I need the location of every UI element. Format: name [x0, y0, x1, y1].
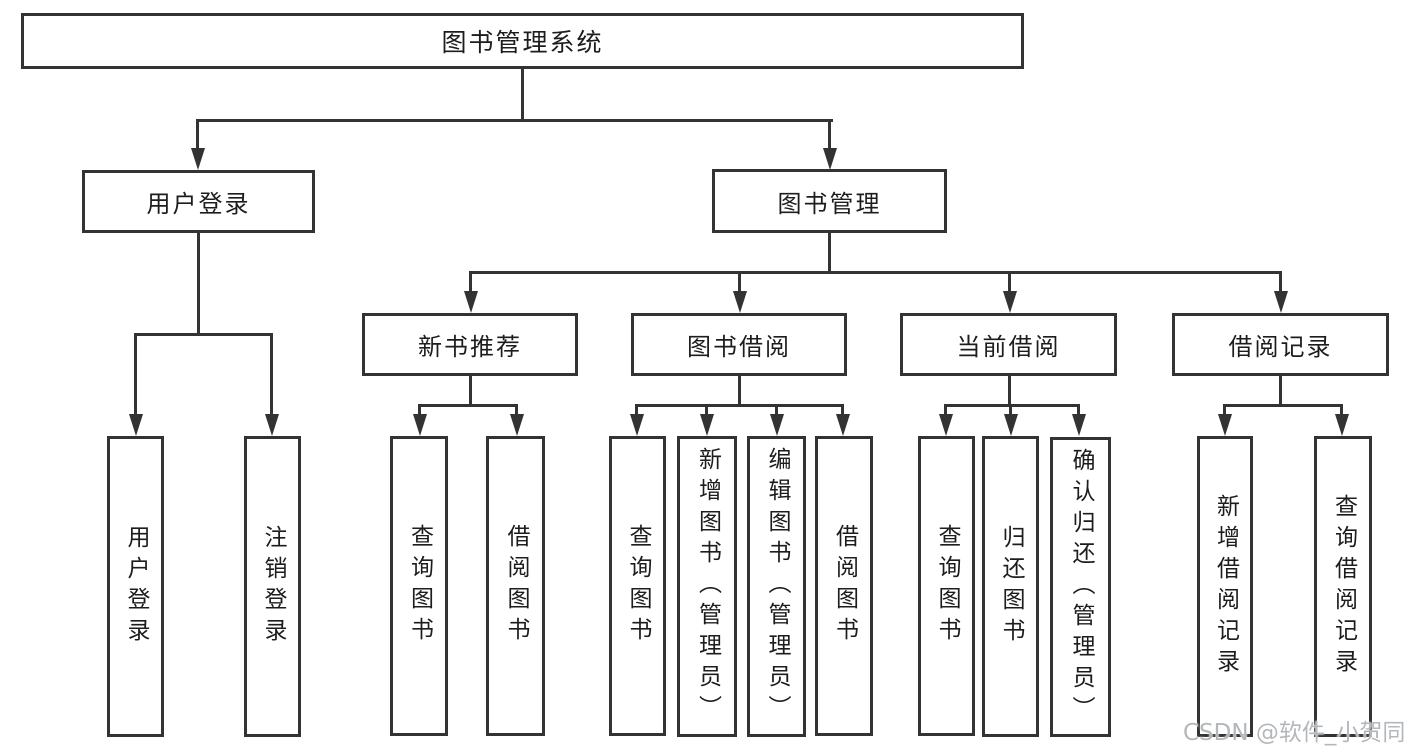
node-label: 查询图书 — [406, 524, 433, 648]
node-label: 图书管理 — [777, 189, 882, 218]
connector — [521, 69, 524, 121]
node-label: 图书借阅 — [687, 333, 791, 361]
arrowhead-icon — [823, 148, 837, 170]
connector — [841, 404, 844, 415]
connector — [1077, 404, 1080, 415]
node-label: 查询图书 — [934, 524, 960, 648]
node-library-management-system: 图书管理系统 — [21, 13, 1024, 69]
arrowhead-icon — [1274, 291, 1288, 313]
arrowhead-icon — [733, 291, 747, 313]
connector — [1223, 404, 1343, 407]
connector — [196, 119, 199, 150]
arrowhead-icon — [1335, 414, 1349, 436]
connector — [635, 404, 638, 415]
node-label: 注销登录 — [260, 524, 286, 649]
csdn-watermark: CSDN @软件_小贺同学 — [1183, 720, 1405, 746]
connector — [828, 119, 831, 150]
connector — [1279, 271, 1282, 293]
connector — [1008, 271, 1011, 293]
arrowhead-icon — [413, 414, 427, 436]
node-label: 新增借阅记录 — [1212, 493, 1239, 680]
arrowhead-icon — [939, 414, 953, 436]
connector — [828, 233, 831, 274]
arrowhead-icon — [836, 414, 850, 436]
node-cb-return-books: 归还图书 — [982, 436, 1039, 737]
node-nbr-borrow-books: 借阅图书 — [486, 436, 545, 736]
node-label: 编辑图书（管理员） — [764, 447, 790, 726]
node-br-query-record: 查询借阅记录 — [1314, 436, 1372, 737]
connector — [1009, 404, 1012, 415]
node-label: 新书推荐 — [418, 333, 522, 361]
node-book-borrowing: 图书借阅 — [631, 313, 847, 376]
connector — [469, 271, 1282, 274]
node-user-login-group: 用户登录 — [82, 170, 315, 233]
connector — [1008, 376, 1011, 407]
connector — [944, 404, 1080, 407]
arrowhead-icon — [1003, 291, 1017, 313]
arrowhead-icon — [129, 414, 143, 436]
connector — [1340, 404, 1343, 415]
node-label: 用户登录 — [123, 524, 149, 649]
node-cb-query-books: 查询图书 — [918, 436, 975, 736]
connector — [635, 404, 844, 407]
arrowhead-icon — [265, 414, 279, 436]
arrowhead-icon — [770, 414, 784, 436]
arrowhead-icon — [191, 148, 205, 170]
arrowhead-icon — [464, 291, 478, 313]
connector — [944, 404, 947, 415]
node-label: 新增图书（管理员） — [694, 447, 721, 726]
node-label: 用户登录 — [146, 190, 251, 218]
connector — [134, 333, 273, 336]
node-cb-confirm-return-admin: 确认归还（管理员） — [1050, 437, 1111, 737]
node-nbr-query-books: 查询图书 — [390, 436, 448, 736]
node-book-management: 图书管理 — [712, 169, 947, 233]
node-label: 图书管理系统 — [441, 28, 604, 57]
connector — [775, 404, 778, 415]
node-label: 查询图书 — [625, 524, 651, 648]
node-label: 借阅图书 — [831, 524, 858, 648]
connector — [270, 333, 273, 415]
connector — [738, 271, 741, 293]
connector — [134, 333, 137, 415]
arrowhead-icon — [1072, 414, 1086, 436]
arrowhead-icon — [630, 414, 644, 436]
connector — [1223, 404, 1226, 415]
connector — [418, 404, 518, 407]
arrowhead-icon — [1218, 414, 1232, 436]
connector — [738, 376, 741, 407]
arrowhead-icon — [1004, 414, 1018, 436]
node-label: 确认归还（管理员） — [1068, 447, 1094, 727]
node-bb-edit-books-admin: 编辑图书（管理员） — [747, 436, 806, 737]
node-label: 当前借阅 — [956, 333, 1061, 361]
connector — [705, 404, 708, 415]
node-logout: 注销登录 — [244, 436, 301, 737]
connector — [515, 404, 518, 415]
node-current-borrowing: 当前借阅 — [900, 313, 1117, 376]
node-br-add-record: 新增借阅记录 — [1197, 436, 1253, 737]
node-user-login: 用户登录 — [107, 436, 164, 737]
node-label: 借阅图书 — [503, 524, 529, 648]
node-bb-query-books: 查询图书 — [609, 436, 666, 736]
node-bb-borrow-books: 借阅图书 — [815, 436, 873, 736]
connector — [418, 404, 421, 415]
arrowhead-icon — [700, 414, 714, 436]
node-borrowing-records: 借阅记录 — [1172, 313, 1389, 376]
node-label: 查询借阅记录 — [1330, 493, 1357, 680]
connector — [1279, 376, 1282, 407]
node-bb-add-books-admin: 新增图书（管理员） — [677, 436, 737, 737]
connector — [196, 119, 833, 122]
node-label: 借阅记录 — [1228, 333, 1333, 361]
arrowhead-icon — [510, 414, 524, 436]
connector — [197, 233, 200, 336]
connector — [469, 376, 472, 407]
connector — [469, 271, 472, 293]
node-new-book-recommend: 新书推荐 — [362, 313, 578, 376]
node-label: 归还图书 — [998, 524, 1024, 649]
